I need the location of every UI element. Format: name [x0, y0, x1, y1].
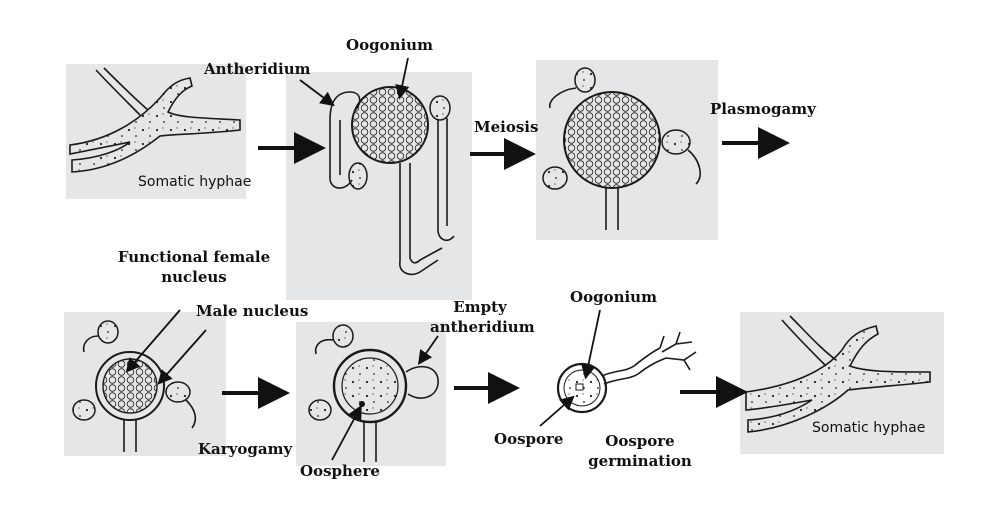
label-functional-female-nucleus-line1: Functional female — [117, 248, 271, 266]
label-oosphere: Oosphere — [300, 462, 380, 480]
oogonium-antheridium-sketch — [286, 72, 472, 300]
label-plasmogamy: Plasmogamy — [710, 100, 816, 118]
label-oospore-germination-line2: germination — [588, 452, 692, 470]
karyogamy-stage-sketch — [296, 322, 446, 466]
label-functional-female-nucleus-line2: nucleus — [161, 268, 227, 286]
label-empty-antheridium-line2: antheridium — [430, 318, 535, 336]
label-karyogamy: Karyogamy — [198, 440, 293, 458]
label-meiosis: Meiosis — [474, 118, 539, 136]
label-oogonium-top: Oogonium — [346, 36, 433, 54]
label-oospore: Oospore — [494, 430, 564, 448]
label-oospore-germination-line1: Oospore — [605, 432, 675, 450]
oospore-germination-sketch — [556, 331, 697, 414]
pointer-arrow-icon — [125, 57, 601, 461]
label-antheridium: Antheridium — [204, 60, 311, 78]
label-somatic-hyphae-top: Somatic hyphae — [138, 174, 252, 190]
somatic-hyphae-sketch-bottom — [740, 312, 944, 454]
label-oogonium-bottom: Oogonium — [570, 288, 657, 306]
label-empty-antheridium-line1: Empty — [453, 298, 507, 316]
label-male-nucleus: Male nucleus — [196, 302, 309, 320]
plasmogamy-stage-sketch — [64, 312, 226, 456]
label-somatic-hyphae-bottom: Somatic hyphae — [812, 420, 926, 436]
meiosis-stage-sketch — [536, 60, 718, 240]
somatic-hyphae-sketch-top — [66, 64, 246, 199]
